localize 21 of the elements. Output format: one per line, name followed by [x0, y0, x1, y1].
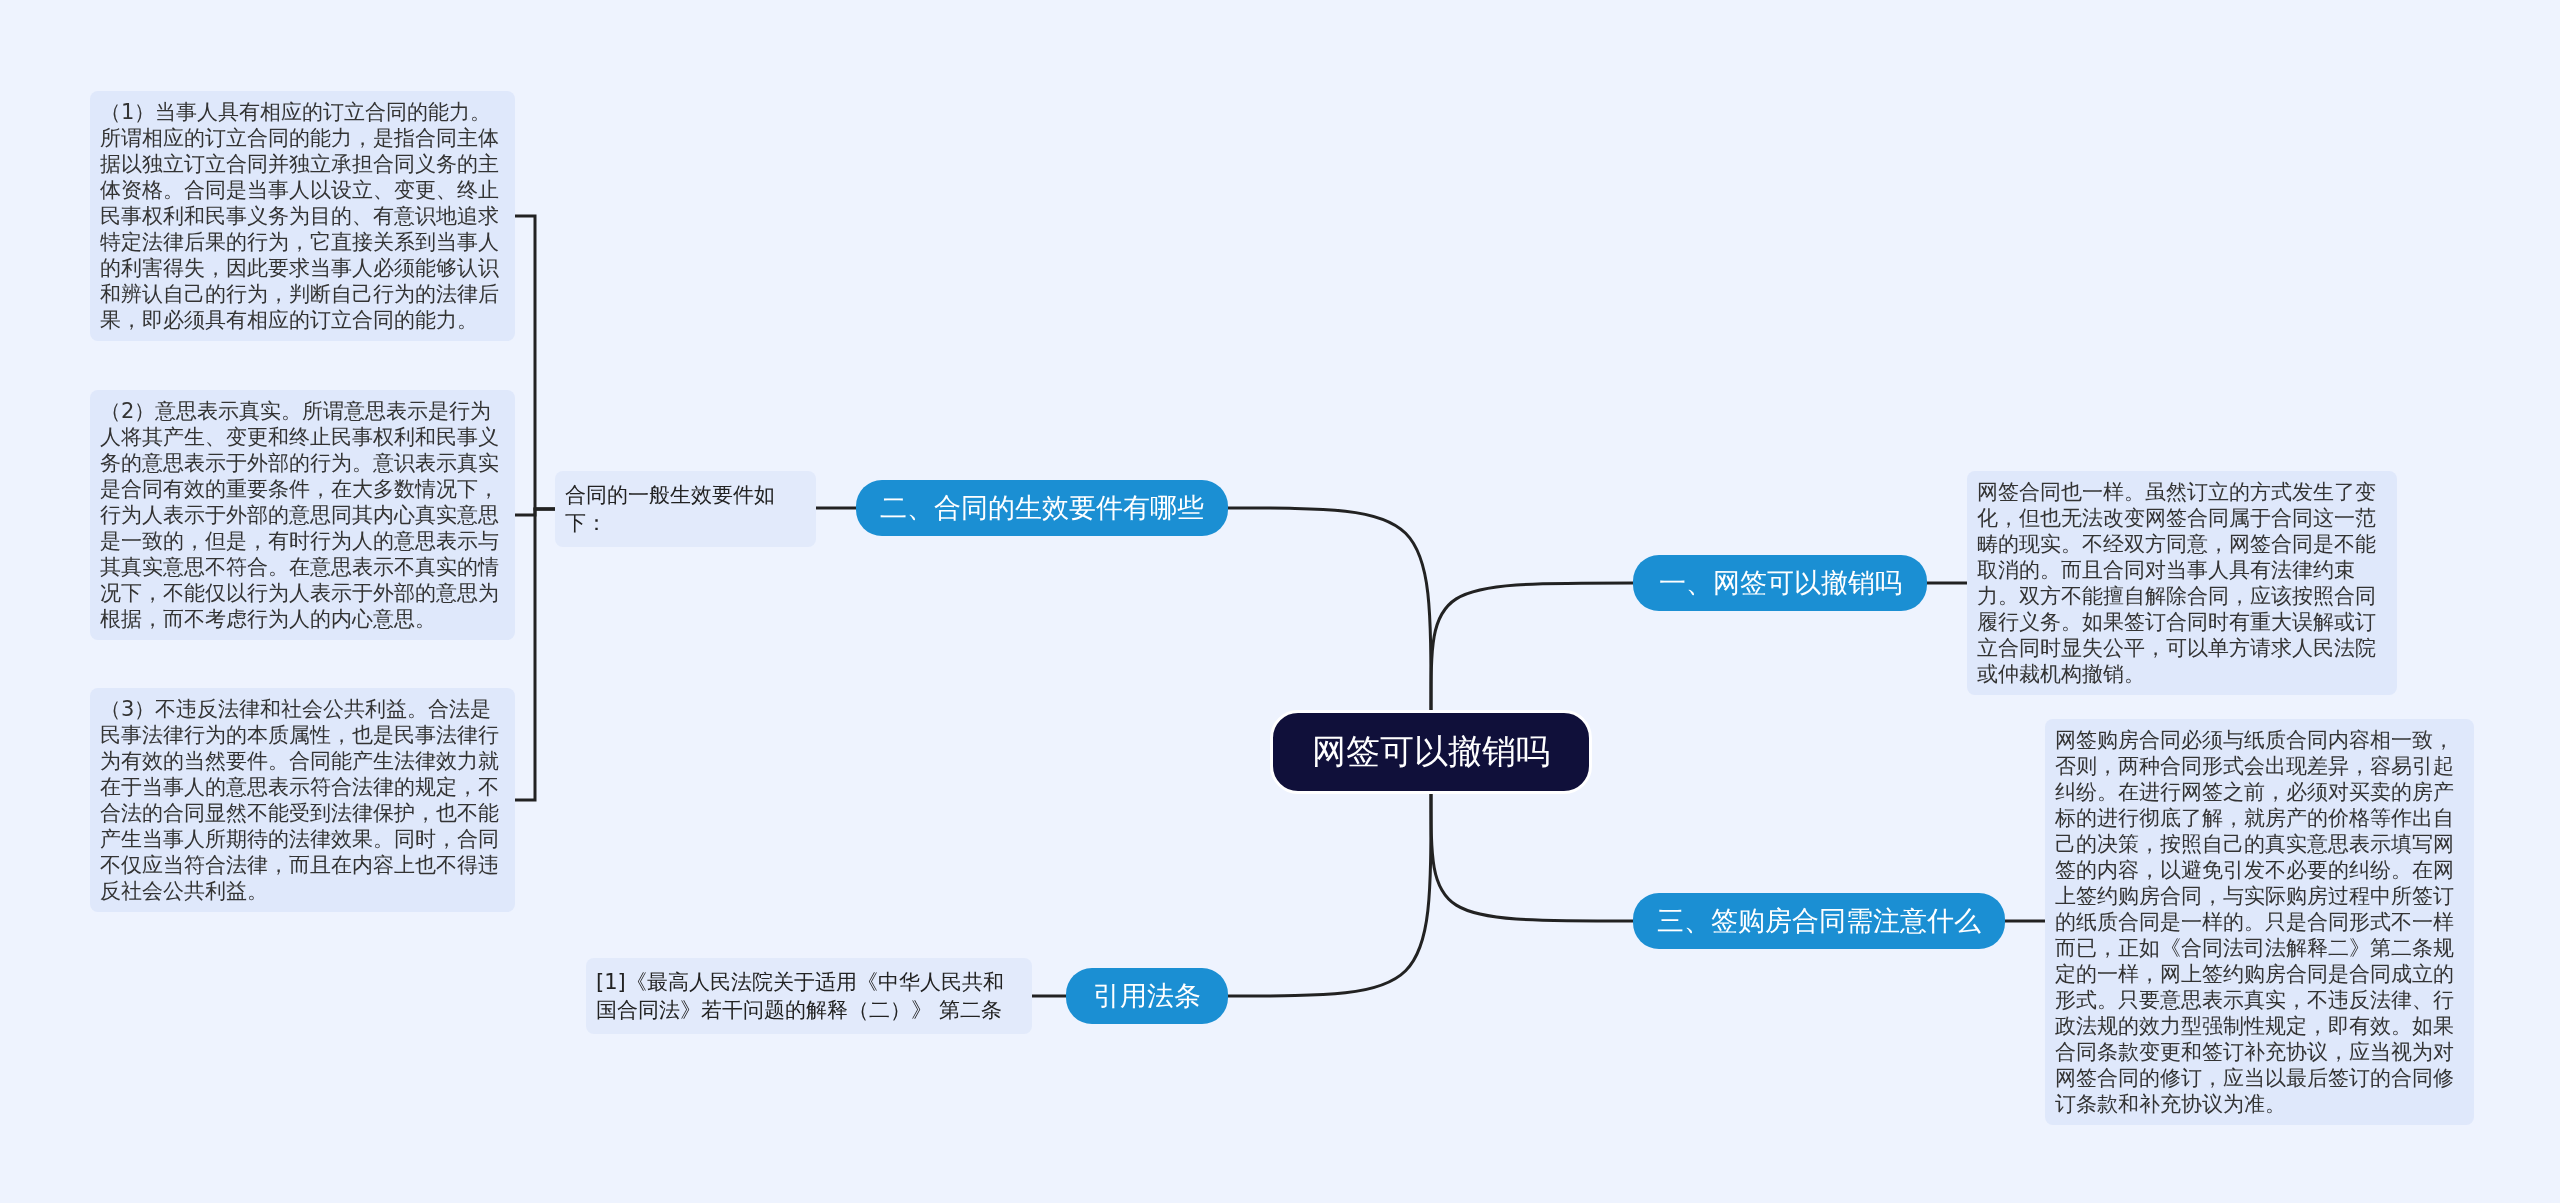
central-topic: 网签可以撤销吗 [1270, 710, 1592, 794]
connector-line [1228, 794, 1433, 998]
topic-box: 二、合同的生效要件有哪些 [856, 480, 1228, 536]
connector-line [1429, 794, 1633, 923]
topic-box: 引用法条 [1066, 968, 1228, 1024]
connector-line [816, 506, 856, 510]
note-box: （2）意思表示真实。所谓意思表示是行为人将其产生、变更和终止民事权利和民事义务的意思表示于外部的行为。意识表示真实是合同有效的重要条件，在大多数情况下，行为人表示于外部的意思同其内心真实意思是一致的，但是，有时行为人的意思表示与其真实意思不符合。在意思表示不真实的情况下，不能仅以行为人表示于外部的意思为根据，而不考虑行为人的内心意思。 [90, 390, 515, 640]
note-box: [1]《最高人民法院关于适用《中华人民共和国合同法》若干问题的解释（二）》 第二条 [586, 958, 1032, 1034]
note-box: （1）当事人具有相应的订立合同的能力。所谓相应的订立合同的能力，是指合同主体据以独立订立合同并独立承担合同义务的主体资格。合同是当事人以设立、变更、终止民事权利和民事义务为目的、有意识地追求特定法律后果的行为，它直接关系到当事人的利害得失，因此要求当事人必须能够认识和辨认自己的行为，判断自己行为的法律后果，即必须具有相应的订立合同的能力。 [90, 91, 515, 341]
note-box: 网签合同也一样。虽然订立的方式发生了变化，但也无法改变网签合同属于合同这一范畴的现实。不经双方同意，网签合同是不能取消的。而且合同对当事人具有法律约束力。双方不能擅自解除合同，应该按照合同履行义务。如果签订合同时有重大误解或订立合同时显失公平，可以单方请求人民法院或仲裁机构撤销。 [1967, 471, 2397, 695]
topic-box: 一、网签可以撤销吗 [1633, 555, 1927, 611]
note-box: （3）不违反法律和社会公共利益。合法是民事法律行为的本质属性，也是民事法律行为有效的当然要件。合同能产生法律效力就在于当事人的意思表示符合法律的规定，不合法的合同显然不能受到法律保护，也不能产生当事人所期待的法律效果。同时，合同不仅应当符合法律，而且在内容上也不得违反社会公共利益。 [90, 688, 515, 912]
topic-box: 三、签购房合同需注意什么 [1633, 893, 2005, 949]
note-box: 网签购房合同必须与纸质合同内容相一致，否则，两种合同形式会出现差异，容易引起纠纷。在进行网签之前，必须对买卖的房产标的进行彻底了解，就房产的价格等作出自己的决策，按照自己的真实意思表示填写网签的内容，以避免引发不必要的纠纷。在网上签约购房合同，与实际购房过程中所签订的纸质合同是一样的。只是合同形式不一样而已，正如《合同法司法解释二》第二条规定的一样，网上签约购房合同是合同成立的形式。只要意思表示真实，不违反法律、行政法规的效力型强制性规定，即有效。如果合同条款变更和签订补充协议，应当视为对网签合同的修订，应当以最后签订的合同修订条款和补充协议为准。 [2045, 719, 2474, 1125]
connector-line [1429, 581, 1633, 710]
connector-line [515, 507, 555, 802]
connector-line [1032, 994, 1066, 998]
connector-line [1927, 581, 1967, 585]
connector-line [1228, 506, 1433, 710]
connector-line [2005, 919, 2045, 923]
subtopic-box: 合同的一般生效要件如下： [555, 471, 816, 547]
